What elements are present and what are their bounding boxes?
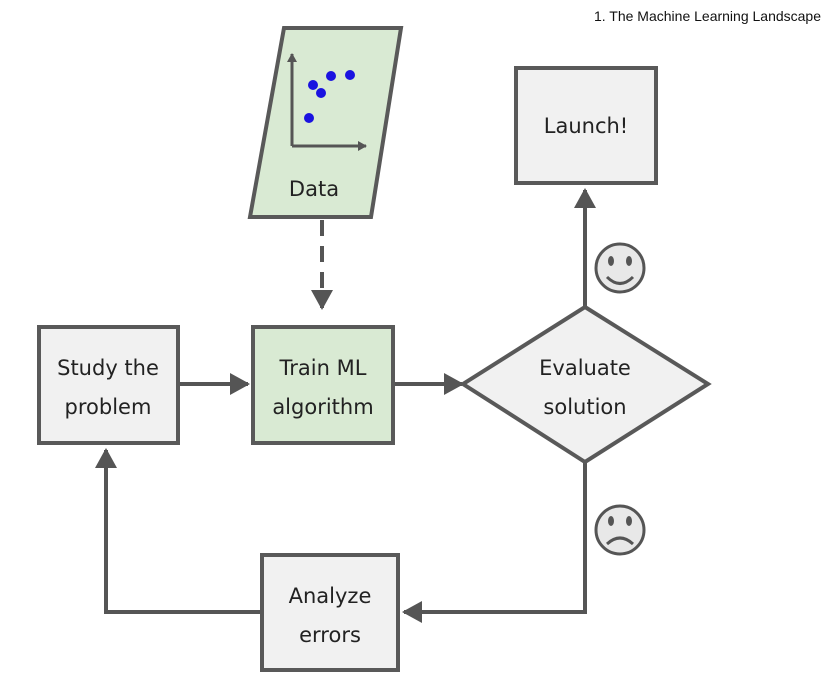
data-point: [345, 70, 355, 80]
evaluate-node: Evaluate solution: [459, 304, 712, 465]
data-point: [316, 88, 326, 98]
study-label-line2: problem: [65, 395, 152, 419]
train-node: Train ML algorithm: [251, 325, 395, 445]
data-point: [304, 113, 314, 123]
chapter-header: 1. The Machine Learning Landscape: [593, 8, 821, 24]
data-point: [326, 71, 336, 81]
launch-label: Launch!: [544, 114, 628, 138]
data-node: Data: [247, 26, 404, 219]
analyze-label-line2: errors: [299, 623, 361, 647]
train-label-line2: algorithm: [272, 395, 373, 419]
launch-node: Launch!: [514, 66, 658, 185]
data-point: [308, 80, 318, 90]
analyze-label-line1: Analyze: [289, 584, 372, 608]
study-label-line1: Study the: [57, 356, 159, 380]
analyze-node: Analyze errors: [260, 553, 400, 672]
study-node: Study the problem: [37, 325, 180, 445]
arrow-analyze-to-study: [95, 448, 262, 614]
train-label-line1: Train ML: [279, 356, 367, 380]
data-label: Data: [289, 177, 339, 201]
smiley-happy-icon: [594, 242, 646, 294]
connectors: [95, 188, 596, 623]
evaluate-label-line1: Evaluate: [539, 356, 631, 380]
evaluate-label-line2: solution: [543, 395, 626, 419]
arrow-evaluate-to-analyze: [402, 462, 587, 623]
smiley-sad-icon: [594, 504, 646, 556]
